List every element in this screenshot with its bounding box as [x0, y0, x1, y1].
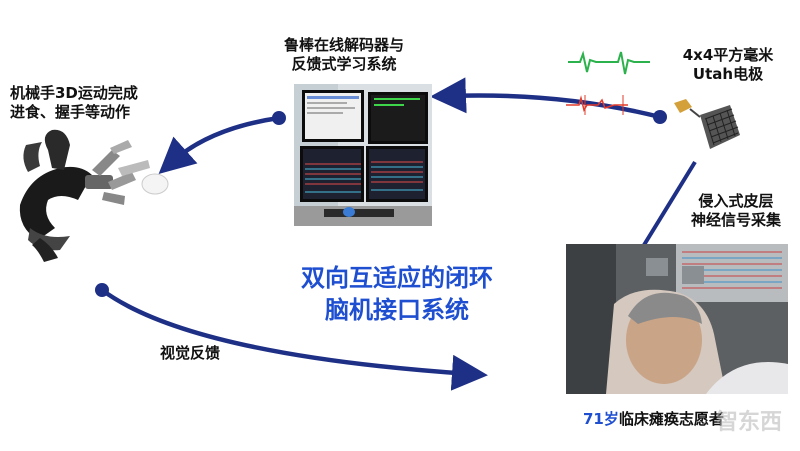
arrow-visual-feedback — [100, 288, 488, 391]
center-title: 双向互适应的闭环 脑机接口系统 — [301, 264, 493, 325]
watermark: 智东西 — [716, 410, 783, 435]
patient-age: 71岁 — [583, 410, 619, 428]
label-decoder: 鲁棒在线解码器与 反馈式学习系统 — [284, 36, 405, 73]
arrow-decoder-to-hand — [158, 115, 280, 174]
label-patient: 71岁临床瘫痪志愿者 — [583, 410, 724, 429]
label-signal-acquisition: 侵入式皮层 神经信号采集 — [690, 192, 781, 229]
patient-photo — [566, 244, 788, 394]
arrow-electrode-to-decoder — [430, 77, 661, 120]
electrode-connector — [642, 160, 697, 247]
utah-electrode-image — [670, 95, 742, 157]
label-visual-feedback: 视觉反馈 — [160, 344, 221, 362]
label-robot-hand: 机械手3D运动完成 进食、握手等动作 — [10, 84, 138, 121]
patient-desc: 临床瘫痪志愿者 — [618, 410, 724, 428]
decoder-computer-photo — [294, 84, 432, 226]
label-electrode: 4x4平方毫米 Utah电极 — [682, 46, 774, 83]
